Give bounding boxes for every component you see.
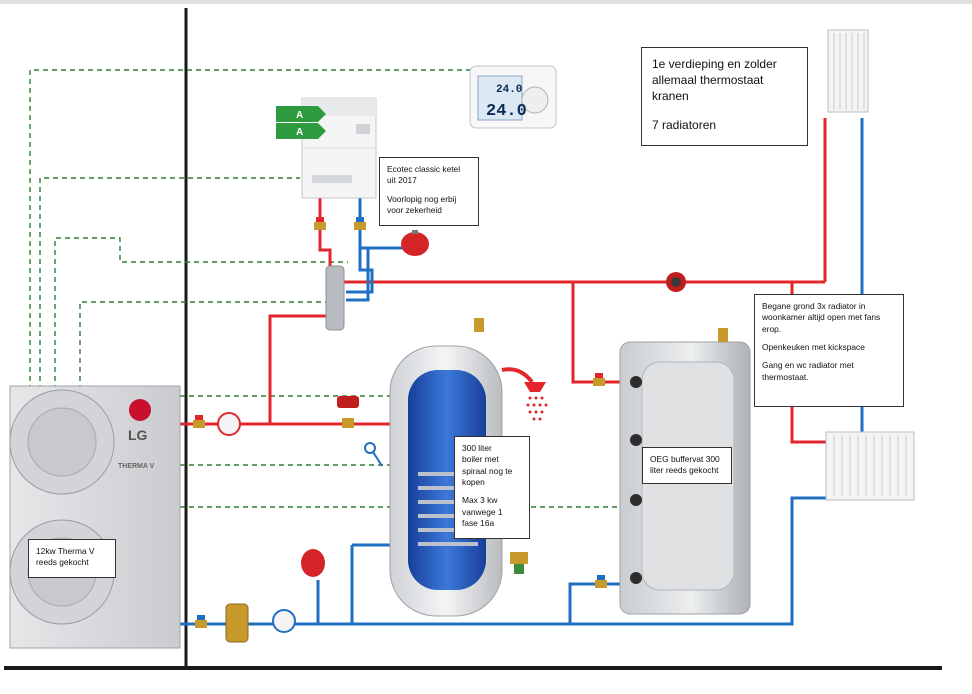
boiler-tank-note: 300 liter boiler met spiraal nog te kope… <box>454 436 530 539</box>
energy-label: A A <box>276 106 326 139</box>
boiler-tank-line3: spiraal nog te <box>462 465 513 476</box>
boiler-tank-line1: 300 liter <box>462 443 492 453</box>
ground-floor-line6: thermostaat. <box>762 371 809 382</box>
valve-icon <box>595 575 607 588</box>
heat-pump-icon: LG THERMA V <box>9 385 181 649</box>
gas-boiler-note: Ecotec classic ketel uit 2017 Voorlopig … <box>379 157 479 226</box>
valve-icon <box>474 318 484 332</box>
buffer-tank-line1: OEG buffervat 300 <box>650 454 720 464</box>
ground-floor-line5: Gang en wc radiator met <box>762 360 854 371</box>
upper-floors-line3: kranen <box>652 89 689 104</box>
gas-boiler-line3: Voorlopig nog erbij <box>387 193 457 204</box>
valve-icon <box>314 217 326 230</box>
boiler-tank-line6: vanwege 1 <box>462 506 503 517</box>
ground-floor-line4: Openkeuken met kickspace <box>762 342 865 353</box>
heat-pump-line2: reeds gekocht <box>36 557 89 568</box>
heatpump-brand: LG <box>128 427 148 443</box>
radiator-icon <box>825 431 915 501</box>
boiler-tank-line7: fase 16a <box>462 518 495 529</box>
ground-floor-line3: erop. <box>762 323 782 334</box>
boiler-tank-line4: kopen <box>462 477 485 488</box>
upper-floors-note: 1e verdieping en zolder allemaal thermos… <box>641 47 808 146</box>
thermostat-display-top: 24.0 <box>496 84 522 96</box>
expansion-vessel-icon <box>401 230 429 256</box>
thermometer-icon <box>272 609 296 633</box>
pump-icon <box>666 272 686 292</box>
upper-floors-line4: 7 radiatoren <box>652 117 717 132</box>
valve-icon <box>718 328 728 342</box>
valve-icon <box>195 615 207 628</box>
page-border-top <box>0 0 972 4</box>
valve-icon <box>193 415 205 428</box>
buffer-tank-note: OEG buffervat 300 liter reeds gekocht <box>642 447 732 484</box>
sensor-probe-icon <box>364 442 383 467</box>
valve-icon <box>510 552 528 574</box>
gas-boiler-line2: uit 2017 <box>387 175 417 186</box>
radiator-icon <box>827 29 869 113</box>
heat-pump-line1: 12kw Therma V <box>36 546 95 556</box>
gas-boiler-line1: Ecotec classic ketel <box>387 164 461 174</box>
upper-floors-line2: allemaal thermostaat <box>652 73 764 88</box>
hydraulic-separator-icon <box>325 265 345 331</box>
valve-icon <box>593 373 605 386</box>
gas-boiler-line4: voor zekerheid <box>387 205 442 216</box>
ground-floor-line2: woonkamer altijd open met fans <box>762 312 881 323</box>
ground-floor-line1: Begane grond 3x radiator in <box>762 301 866 311</box>
thermostat-display-bottom: 24.0 <box>486 102 527 121</box>
showerhead-icon <box>501 367 548 421</box>
energy-class-1: A <box>296 110 303 121</box>
valve-icon <box>354 217 366 230</box>
dirt-separator-icon <box>225 603 249 643</box>
thermometer-icon <box>217 412 241 436</box>
heat-pump-note: 12kw Therma V reeds gekocht <box>28 539 116 578</box>
thermostat-icon: 24.0 24.0 <box>469 65 557 129</box>
buffer-tank-line2: liter reeds gekocht <box>650 465 719 476</box>
heatpump-model: THERMA V <box>118 463 155 470</box>
expansion-vessel-icon <box>301 549 325 577</box>
upper-floors-line1: 1e verdieping en zolder <box>652 57 777 71</box>
energy-class-2: A <box>296 127 303 138</box>
boiler-tank-line2: boiler met <box>462 454 499 465</box>
boiler-tank-line5: Max 3 kw <box>462 495 498 506</box>
ground-floor-note: Begane grond 3x radiator in woonkamer al… <box>754 294 904 407</box>
three-way-valve-icon <box>337 396 359 428</box>
